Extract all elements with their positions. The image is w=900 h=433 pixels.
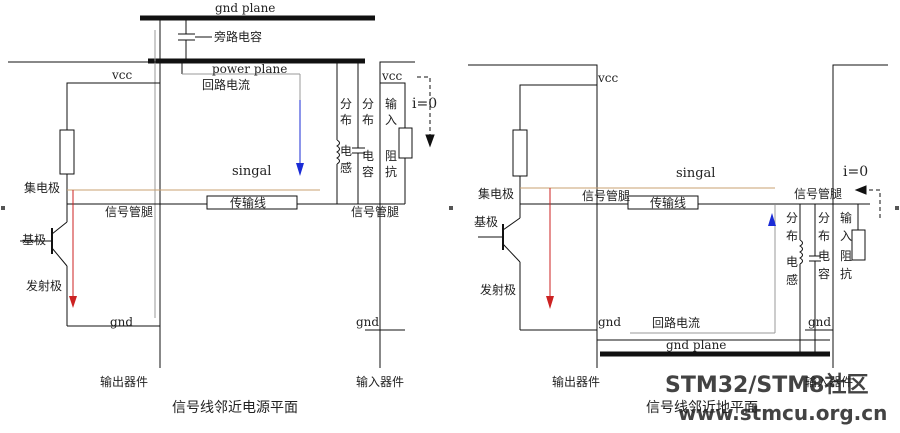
left-transistor-collector-leg — [51, 221, 68, 235]
right-input-impedance-c1: 输 — [840, 210, 852, 225]
left-power-plane-label: power plane — [212, 62, 287, 76]
right-output-device-label: 输出器件 — [552, 374, 600, 389]
right-i-zero-arrowhead — [854, 185, 867, 195]
left-inductor-coil — [336, 139, 340, 165]
left-dist-inductance-c4: 感 — [340, 160, 352, 175]
watermark-line-1: STM32/STM8社区 — [665, 372, 868, 398]
right-input-impedance-resistor — [851, 229, 866, 261]
center-edge-marker — [449, 206, 453, 210]
right-i-zero-label: i=0 — [843, 164, 868, 180]
left-input-vcc-lead — [380, 82, 406, 128]
right-collector-label: 集电极 — [478, 186, 514, 201]
right-dist-inductance-c4: 感 — [786, 272, 798, 287]
left-output-device-outline — [8, 61, 161, 368]
right-dist-capacitance-c1: 分 — [818, 211, 830, 225]
left-dist-inductance-c1: 分 — [340, 97, 352, 111]
right-transmission-line-box — [627, 195, 699, 210]
left-vcc-lead — [66, 82, 160, 130]
right-inductor-coil — [799, 239, 803, 265]
left-input-impedance-c1: 输 — [385, 96, 397, 111]
right-signal-label: singal — [676, 166, 715, 181]
right-gnd-plane-label: gnd plane — [666, 338, 726, 352]
left-i-zero-label: i=0 — [412, 96, 437, 112]
left-dist-inductance-c2: 布 — [340, 113, 352, 127]
left-i-zero-arrowhead — [425, 134, 435, 148]
left-signal-pin-in-label: 信号管腿 — [351, 204, 399, 219]
left-gnd-out-label: gnd — [110, 315, 133, 329]
right-transistor-collector-leg — [502, 217, 521, 231]
left-gnd-plane-label: gnd plane — [215, 1, 275, 15]
right-input-impedance-c4: 抗 — [840, 266, 852, 281]
right-vcc-label: vcc — [597, 71, 619, 85]
right-gnd-out-label: gnd — [598, 315, 621, 329]
right-output-device-outline — [468, 64, 598, 368]
left-dist-capacitance-c3: 电 — [362, 149, 374, 163]
left-input-device-label: 输入器件 — [356, 374, 404, 389]
left-collector-label: 集电极 — [24, 180, 60, 195]
left-blue-arrowhead — [296, 163, 304, 176]
right-dist-capacitance-c3: 电 — [818, 249, 830, 263]
right-emitter-label: 发射极 — [480, 282, 516, 297]
right-base-label: 基极 — [474, 215, 498, 229]
right-blue-arrowhead — [768, 213, 776, 226]
right-gnd-in-label: gnd — [808, 315, 831, 329]
left-diagram — [8, 15, 435, 368]
watermark-line-2: www.stmcu.org.cn — [678, 401, 887, 425]
right-input-impedance-c3: 阻 — [840, 249, 852, 263]
left-emitter-label: 发射极 — [26, 278, 62, 293]
right-signal-pin-in-label: 信号管腿 — [794, 186, 842, 201]
left-dist-capacitance-c2: 布 — [362, 113, 374, 127]
left-input-impedance-c4: 抗 — [385, 164, 397, 179]
left-input-impedance-c3: 阻 — [385, 149, 397, 163]
right-input-impedance-c2: 入 — [840, 229, 852, 243]
left-tline-label: 传输线 — [230, 195, 266, 210]
right-collector-resistor — [512, 129, 528, 177]
right-dist-inductance-c3: 电 — [786, 255, 798, 269]
right-edge-marker — [895, 206, 899, 210]
left-output-device-label: 输出器件 — [100, 374, 148, 389]
left-gnd-in-label: gnd — [356, 315, 379, 329]
left-caption: 信号线邻近电源平面 — [172, 400, 298, 416]
left-signal-label: singal — [232, 164, 271, 179]
left-input-device-outline — [379, 61, 415, 368]
right-dist-inductance-c2: 布 — [786, 229, 798, 243]
right-i-zero-dashed — [862, 189, 881, 218]
left-vcc-out-label: vcc — [111, 68, 133, 82]
right-input-device-outline — [832, 64, 888, 368]
right-vcc-lead — [519, 84, 597, 130]
right-return-current-label: 回路电流 — [652, 315, 700, 330]
left-dist-capacitance-c4: 容 — [362, 164, 374, 179]
left-input-impedance-resistor — [398, 127, 413, 159]
right-dist-capacitance-c4: 容 — [818, 266, 830, 281]
right-caption: 信号线邻近地平面 — [646, 400, 758, 416]
left-dist-capacitance-c1: 分 — [362, 97, 374, 111]
left-edge-marker — [1, 206, 5, 210]
left-vcc-in-label: vcc — [381, 69, 403, 83]
left-red-arrowhead — [69, 296, 77, 308]
right-red-arrowhead — [546, 296, 554, 309]
right-dist-capacitance-c2: 布 — [818, 229, 830, 243]
right-diagram — [468, 64, 888, 368]
left-input-impedance-c2: 入 — [385, 113, 397, 127]
left-return-current-label: 回路电流 — [202, 77, 250, 92]
right-input-device-label: 输入器件 — [805, 374, 853, 389]
right-tline-label: 传输线 — [650, 195, 686, 210]
left-base-label: 基极 — [22, 233, 46, 247]
left-dist-inductance-c3: 电 — [340, 144, 352, 158]
left-transistor-emitter-leg — [51, 247, 68, 267]
right-signal-pin-out-label: 信号管腿 — [582, 188, 630, 203]
right-transistor-emitter-leg — [502, 243, 521, 263]
left-bypass-cap-label: 旁路电容 — [214, 29, 262, 44]
left-signal-pin-out-label: 信号管腿 — [105, 204, 153, 219]
left-transmission-line-box — [206, 195, 298, 210]
right-dist-inductance-c1: 分 — [786, 211, 798, 225]
left-collector-resistor — [59, 129, 75, 175]
